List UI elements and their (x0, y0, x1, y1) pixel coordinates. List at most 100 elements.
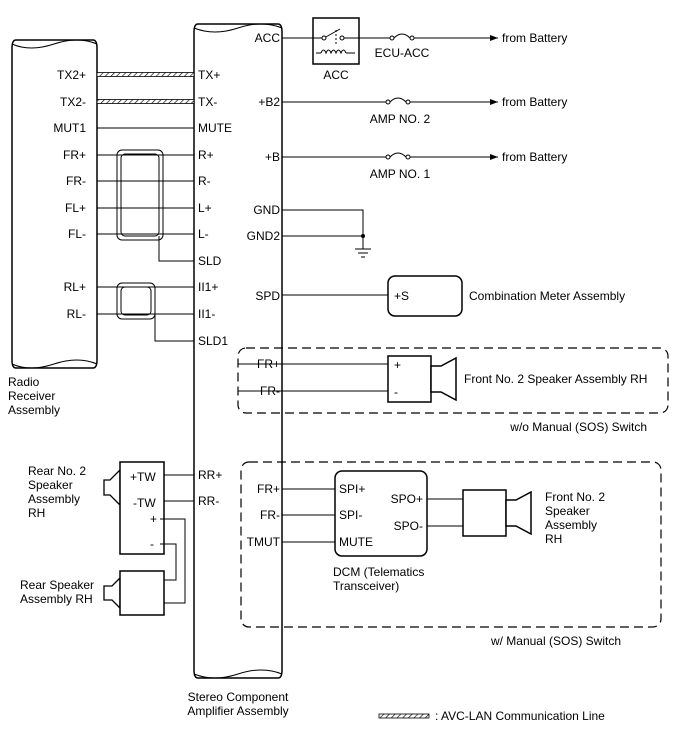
group-without-sos-switch: FR+ FR- + - Front No. 2 Speaker Assembly… (237, 347, 669, 434)
rear-speakers: +TW -TW + - Rear No. 2 Speaker Assembly … (20, 461, 194, 616)
amp-pin-lp: L+ (198, 201, 212, 215)
dcm-box (334, 470, 428, 557)
amplifier-label-2: Amplifier Assembly (187, 704, 288, 718)
front-speaker-w-label-2: Speaker (545, 504, 590, 518)
battery-label-1: from Battery (502, 31, 567, 45)
rear-spk-label-2: Assembly RH (20, 592, 93, 606)
amp-pin-ii1p: II1+ (198, 280, 218, 294)
amp-pin-rm: R- (198, 174, 211, 188)
amp-pin-gnd2: GND2 (247, 229, 281, 243)
radio-pin-flm: FL- (68, 227, 86, 241)
amp-pin-frm-w: FR- (260, 508, 280, 522)
group-w-label: w/ Manual (SOS) Switch (490, 634, 621, 648)
fuse-ecu-acc-label: ECU-ACC (375, 46, 430, 60)
front-speaker-w-label-4: RH (545, 532, 562, 546)
radio-label-3: Assembly (8, 403, 60, 417)
rear-no2-label-2: Speaker (28, 478, 73, 492)
rear-no2-box (119, 461, 165, 555)
combination-meter: +S Combination Meter Assembly (282, 275, 625, 317)
radio-pin-rlm: RL- (67, 307, 86, 321)
amp-pin-acc: ACC (255, 31, 281, 45)
dcm-pin-mute: MUTE (339, 535, 373, 549)
front-speaker-w-icon (505, 490, 532, 536)
legend-hatch-swatch (378, 713, 430, 719)
amp-pin-ii1m: II1- (198, 307, 215, 321)
amp-pin-b2: +B2 (258, 95, 280, 109)
radio-pin-rlp: RL+ (64, 280, 86, 294)
spk-wo-plus: + (394, 358, 401, 372)
dcm-label-1: DCM (Telematics (333, 565, 424, 579)
spk-wo-minus: - (394, 385, 398, 399)
amp-pin-frp-w: FR+ (257, 482, 280, 496)
acc-relay-label: ACC (323, 68, 349, 82)
amp-pin-txm: TX- (198, 95, 217, 109)
rear-no2-label-4: RH (28, 506, 45, 520)
dcm-pin-spip: SPI+ (339, 482, 365, 496)
acc-relay (312, 17, 360, 65)
amp-pin-mute: MUTE (198, 121, 232, 135)
power-b2-circuit: AMP NO. 2 from Battery (282, 95, 567, 126)
amplifier-assembly: Stereo Component Amplifier Assembly (187, 23, 289, 718)
battery-label-2: from Battery (502, 95, 567, 109)
meter-pin-s: +S (394, 289, 409, 303)
avc-lan-lines (96, 72, 195, 104)
fuse-amp2-label: AMP NO. 2 (370, 112, 431, 126)
legend: : AVC-LAN Communication Line (378, 709, 605, 723)
ground-circuit (282, 209, 371, 258)
dcm-pin-spom: SPO- (394, 519, 423, 533)
amp-pin-txp: TX+ (198, 68, 220, 82)
amplifier-left-pins: TX+ TX- MUTE R+ R- L+ L- SLD II1+ II1- S… (198, 68, 232, 508)
radio-receiver-assembly: Radio Receiver Assembly (8, 39, 98, 417)
rear-no2-pin-twm: -TW (133, 496, 156, 510)
rear-no2-pin-minus: - (150, 537, 154, 551)
amplifier-right-pins: ACC +B2 +B GND GND2 SPD (247, 31, 281, 303)
dcm-pin-spim: SPI- (339, 508, 362, 522)
amp-pin-sld1: SLD1 (198, 334, 228, 348)
rear-speaker-box (119, 570, 165, 616)
front-speaker-w-label-1: Front No. 2 (545, 490, 605, 504)
fuse-amp1-label: AMP NO. 1 (370, 167, 431, 181)
radio-pins: TX2+ TX2- MUT1 FR+ FR- FL+ FL- RL+ RL- (53, 68, 86, 321)
front-speaker-wo-icon (430, 356, 457, 402)
legend-label: : AVC-LAN Communication Line (435, 709, 605, 723)
amp-pin-frp-wo: FR+ (257, 357, 280, 371)
combo-meter-label: Combination Meter Assembly (469, 289, 625, 303)
group-with-sos-switch: FR+ FR- TMUT SPI+ SPI- MUTE SPO+ SPO- DC… (240, 461, 662, 648)
front-speaker-w-label-3: Assembly (545, 518, 597, 532)
amp-pin-frm-wo: FR- (260, 384, 280, 398)
radio-label-1: Radio (8, 375, 40, 389)
rear-speaker-icon (103, 576, 121, 610)
amp-pin-rp: R+ (198, 148, 214, 162)
rear-spk-label-1: Rear Speaker (20, 578, 94, 592)
rear-no2-label-1: Rear No. 2 (28, 464, 86, 478)
dcm-pin-spop: SPO+ (391, 492, 423, 506)
power-acc-circuit: ACC ECU-ACC from Battery (282, 17, 567, 82)
dcm-label-2: Transceiver) (333, 579, 399, 593)
radio-amp-wires (97, 127, 194, 342)
rear-no2-pin-twp: +TW (130, 470, 156, 484)
radio-pin-tx2m: TX2- (60, 95, 86, 109)
amp-pin-spd: SPD (255, 289, 280, 303)
amp-pin-rrm: RR- (198, 494, 219, 508)
amp-pin-tmut: TMUT (247, 535, 281, 549)
amp-pin-rrp: RR+ (198, 468, 222, 482)
amplifier-label-1: Stereo Component (188, 690, 289, 704)
amp-pin-b: +B (265, 150, 280, 164)
battery-label-3: from Battery (502, 150, 567, 164)
radio-pin-mut1: MUT1 (53, 121, 86, 135)
radio-pin-frm: FR- (66, 174, 86, 188)
power-b-circuit: AMP NO. 1 from Battery (282, 150, 567, 181)
amp-pin-lm: L- (198, 227, 209, 241)
radio-pin-frp: FR+ (63, 148, 86, 162)
radio-pin-flp: FL+ (65, 201, 86, 215)
rear-no2-label-3: Assembly (28, 492, 80, 506)
rear-no2-pin-plus: + (150, 512, 157, 526)
radio-pin-tx2p: TX2+ (57, 68, 86, 82)
amp-pin-sld: SLD (198, 254, 222, 268)
group-wo-label: w/o Manual (SOS) Switch (509, 420, 647, 434)
front-speaker-wo-label: Front No. 2 Speaker Assembly RH (464, 372, 647, 386)
radio-label-2: Receiver (8, 389, 55, 403)
rear-no2-speaker-icon (103, 468, 121, 507)
amp-pin-gnd: GND (253, 203, 280, 217)
